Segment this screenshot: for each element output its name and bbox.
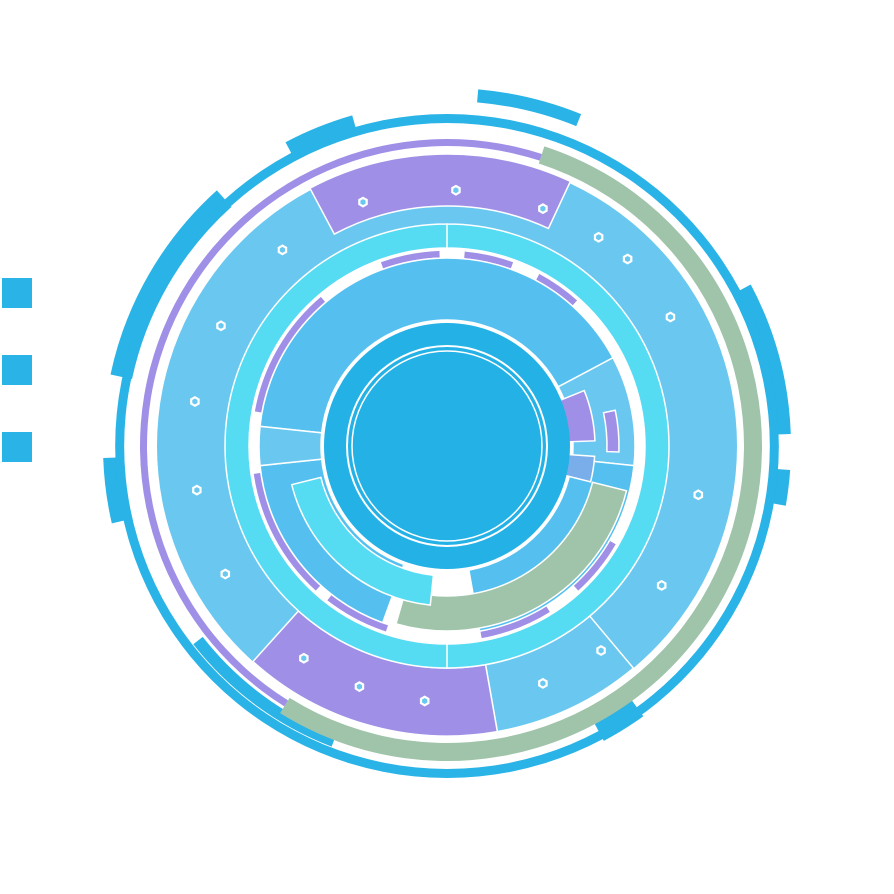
- hexagon-icon-core: [279, 246, 285, 253]
- hexagon-icon-core: [596, 234, 602, 241]
- sage-arc-inner: [395, 481, 628, 632]
- cyan-ring: [224, 223, 670, 669]
- hexagon-icon-core: [659, 582, 665, 589]
- hexagon-icon-core: [194, 487, 200, 494]
- hexagon-icon-core: [356, 683, 362, 690]
- hexagon-icon-core: [222, 571, 228, 577]
- hexagon-icon-core: [540, 205, 546, 212]
- purple-block-top: [308, 153, 572, 236]
- outer-arc-left-lower: [103, 457, 126, 524]
- mid-block-upper: [259, 257, 615, 434]
- hexagon-icon-core: [598, 647, 604, 654]
- side-square-top: [2, 278, 32, 308]
- hexagon-icon-core: [360, 199, 366, 206]
- core-circle: [351, 350, 543, 542]
- hexagon-icon-core: [667, 314, 673, 320]
- mid-block-left: [258, 425, 323, 467]
- core-circle-stroke: [346, 345, 548, 547]
- outer-arc-right: [738, 284, 791, 435]
- hexagon-icon-core: [625, 256, 631, 262]
- hexagon-icon-core: [218, 322, 224, 329]
- side-square-bottom: [2, 432, 32, 462]
- hexagon-icon-core: [540, 680, 546, 687]
- hexagon-icon-core: [695, 491, 701, 498]
- hexagon-icon-core: [192, 398, 198, 405]
- outer-arc-top-left: [285, 115, 357, 155]
- purple-bar-right: [602, 409, 620, 453]
- hexagon-icon-core: [453, 187, 459, 194]
- hexagon-icon-core: [422, 698, 428, 704]
- side-square-middle: [2, 355, 32, 385]
- hexagon-icon-core: [301, 655, 307, 662]
- cyan-arc-inner: [290, 476, 435, 606]
- outer-arc-top: [477, 89, 582, 127]
